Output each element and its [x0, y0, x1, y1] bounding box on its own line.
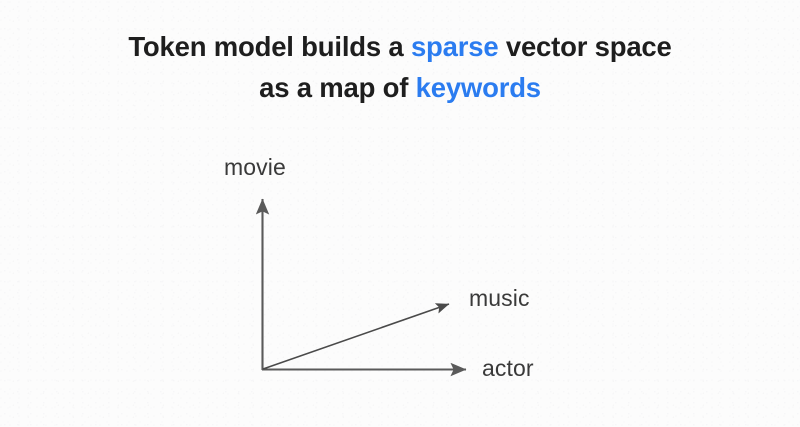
title-line-1-text-before: Token model builds a: [128, 31, 411, 62]
title-line-2-text-before: as a map of: [259, 72, 416, 103]
title-line-2: as a map of keywords: [0, 67, 800, 108]
title-highlight-sparse: sparse: [410, 31, 499, 62]
axis-label-movie: movie: [224, 154, 286, 180]
title-line-1: Token model builds a sparse vector space: [0, 26, 800, 67]
vector-label-music: music: [469, 285, 530, 311]
axis-label-actor: actor: [482, 355, 534, 381]
title-line-1-text-after: vector space: [498, 31, 672, 62]
music-vector-line: [262, 303, 450, 370]
page-title: Token model builds a sparse vector space…: [0, 26, 800, 108]
title-highlight-keywords: keywords: [415, 72, 541, 103]
